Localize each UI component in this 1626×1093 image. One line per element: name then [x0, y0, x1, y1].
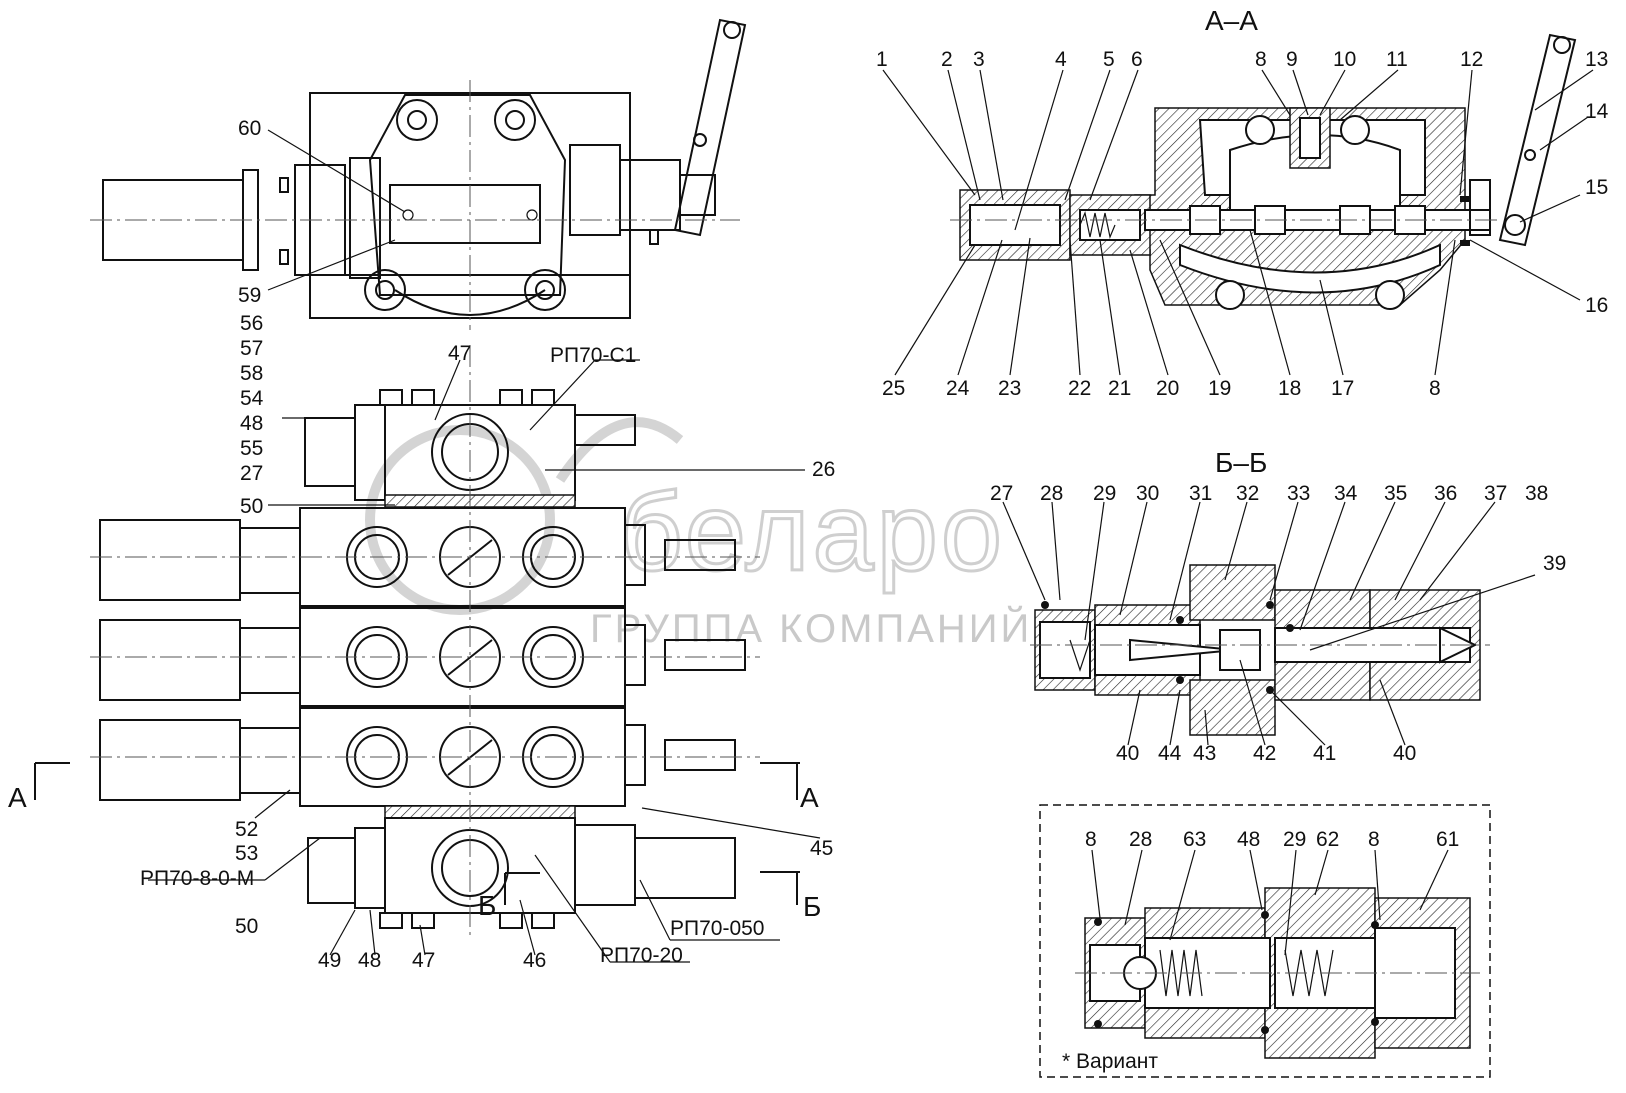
bb-label-29: 29 [1093, 482, 1116, 505]
aa-label-9: 9 [1286, 48, 1298, 71]
aa-label-24: 24 [946, 377, 970, 400]
bb-label-37: 37 [1484, 482, 1507, 505]
bb-label-34: 34 [1334, 482, 1358, 505]
variant-label-61: 61 [1436, 828, 1459, 851]
aa-label-4: 4 [1055, 48, 1067, 71]
aa-label-10: 10 [1333, 48, 1356, 71]
front-view: А А Б Б [8, 345, 821, 935]
label-47-lower: 47 [412, 949, 435, 972]
bb-label-40-left: 40 [1116, 742, 1139, 765]
bb-label-42: 42 [1253, 742, 1276, 765]
bb-label-39: 39 [1543, 552, 1566, 575]
variant-label-62: 62 [1316, 828, 1339, 851]
section-mark-a-right: А [800, 782, 819, 813]
aa-label-14: 14 [1585, 100, 1609, 123]
bb-label-44: 44 [1158, 742, 1182, 765]
aa-label-3: 3 [973, 48, 985, 71]
code-rp70-20: РП70-20 [600, 944, 683, 967]
aa-label-22: 22 [1068, 377, 1091, 400]
variant-label-63: 63 [1183, 828, 1206, 851]
label-47-upper: 47 [448, 342, 471, 365]
bb-label-31: 31 [1189, 482, 1212, 505]
section-aa-title: А–А [1205, 5, 1258, 36]
label-50-upper: 50 [240, 495, 263, 518]
section-mark-a-left: А [8, 782, 27, 813]
label-55: 55 [240, 437, 263, 460]
label-59: 59 [238, 284, 261, 307]
section-mark-b-right: Б [803, 891, 821, 922]
aa-label-15: 15 [1585, 176, 1608, 199]
bb-label-41: 41 [1313, 742, 1336, 765]
bb-label-30: 30 [1136, 482, 1159, 505]
label-26: 26 [812, 458, 835, 481]
aa-label-8-top: 8 [1255, 48, 1267, 71]
bb-label-38: 38 [1525, 482, 1548, 505]
bb-label-43: 43 [1193, 742, 1216, 765]
aa-label-11: 11 [1386, 48, 1408, 71]
aa-label-18: 18 [1278, 377, 1301, 400]
aa-label-8-bottom: 8 [1429, 377, 1441, 400]
aa-label-25: 25 [882, 377, 905, 400]
variant-label-29: 29 [1283, 828, 1306, 851]
label-56: 56 [240, 312, 263, 335]
watermark: белаpo ГРУППА КОМПАНИЙ [365, 417, 1032, 651]
label-60: 60 [238, 117, 261, 140]
label-46: 46 [523, 949, 546, 972]
aa-label-21: 21 [1108, 377, 1131, 400]
aa-label-23: 23 [998, 377, 1021, 400]
variant-box: 8 28 63 48 29 62 8 61 * Вариант [1039, 804, 1491, 1078]
section-aa: А–А [876, 5, 1609, 400]
aa-label-2: 2 [941, 48, 953, 71]
label-48-lower: 48 [358, 949, 381, 972]
bb-label-36: 36 [1434, 482, 1457, 505]
aa-label-12: 12 [1460, 48, 1483, 71]
aa-label-6: 6 [1131, 48, 1143, 71]
aa-label-1: 1 [876, 48, 888, 71]
label-57: 57 [240, 337, 263, 360]
aa-label-17: 17 [1331, 377, 1354, 400]
code-rp70-050: РП70-050 [670, 917, 765, 940]
variant-label-28: 28 [1129, 828, 1152, 851]
label-58: 58 [240, 362, 263, 385]
variant-label-8-left: 8 [1085, 828, 1097, 851]
label-48-upper: 48 [240, 412, 263, 435]
aa-label-16: 16 [1585, 294, 1608, 317]
watermark-caption: ГРУППА КОМПАНИЙ [590, 605, 1032, 651]
variant-label-48: 48 [1237, 828, 1260, 851]
label-45: 45 [810, 837, 833, 860]
section-mark-b-left: Б [478, 890, 496, 921]
code-rp70-8-0-m: РП70-8-0-М [140, 867, 254, 890]
aa-label-5: 5 [1103, 48, 1115, 71]
variant-note: * Вариант [1062, 1050, 1158, 1073]
label-49: 49 [318, 949, 341, 972]
bb-label-27: 27 [990, 482, 1013, 505]
label-53: 53 [235, 842, 258, 865]
bb-label-33: 33 [1287, 482, 1310, 505]
bb-label-35: 35 [1384, 482, 1407, 505]
top-view [90, 18, 747, 330]
aa-label-20: 20 [1156, 377, 1179, 400]
label-27: 27 [240, 462, 263, 485]
variant-label-8-right: 8 [1368, 828, 1380, 851]
aa-label-19: 19 [1208, 377, 1231, 400]
bb-label-40-right: 40 [1393, 742, 1416, 765]
label-52: 52 [235, 818, 258, 841]
label-54: 54 [240, 387, 264, 410]
label-50-lower: 50 [235, 915, 258, 938]
bb-label-32: 32 [1236, 482, 1259, 505]
section-bb: Б–Б [990, 447, 1566, 765]
aa-label-13: 13 [1585, 48, 1608, 71]
section-bb-title: Б–Б [1215, 447, 1267, 478]
bb-label-28: 28 [1040, 482, 1063, 505]
left-labels: 60 59 56 57 58 54 48 55 27 47 РП70-С1 26… [140, 117, 835, 972]
code-rp70-c1: РП70-С1 [550, 344, 636, 367]
left-leaders [148, 129, 821, 963]
watermark-brand: белаpo [620, 471, 1005, 594]
